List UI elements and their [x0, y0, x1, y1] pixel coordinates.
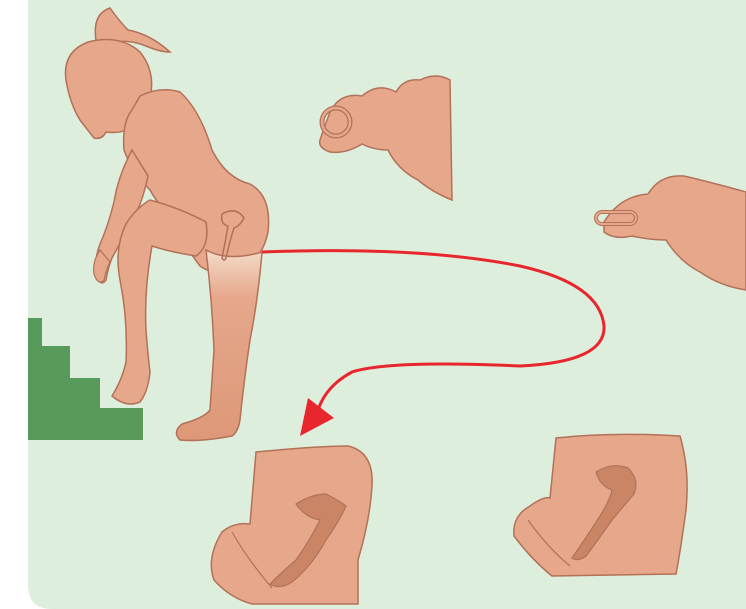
illustration-panel: [28, 0, 746, 609]
